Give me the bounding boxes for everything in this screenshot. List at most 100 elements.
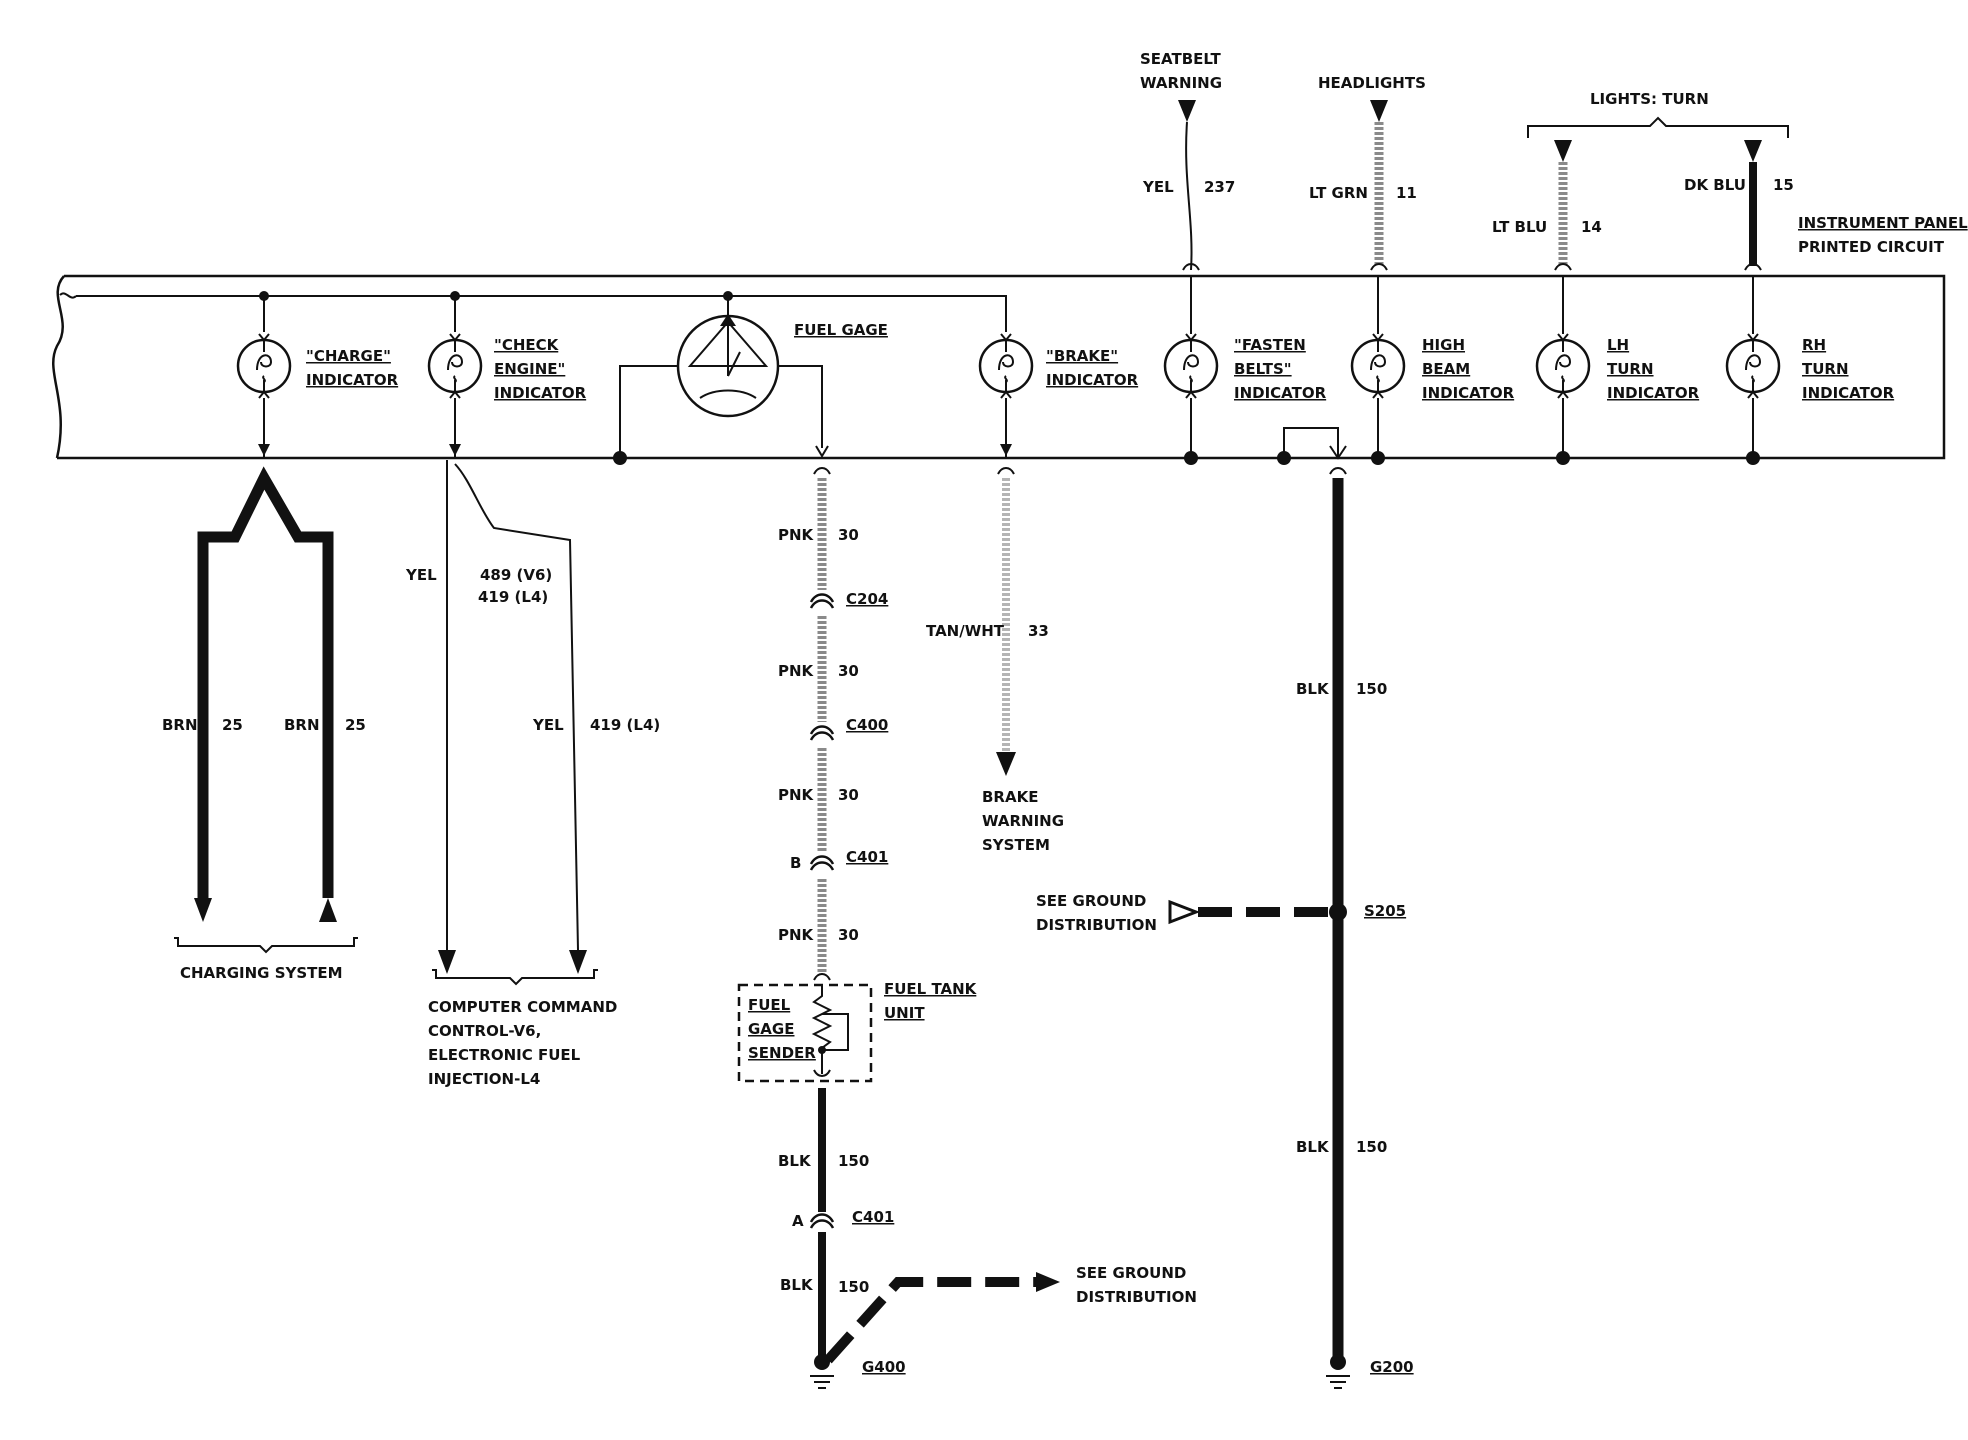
headlights-wire-color: LT GRN bbox=[1309, 184, 1368, 202]
charging-wire-1-circuit: 25 bbox=[222, 716, 243, 734]
splice-s205: S205 bbox=[1329, 902, 1406, 921]
lights-turn-input: LIGHTS: TURN LT BLU 14 DK BLU 15 bbox=[1492, 90, 1794, 271]
headlights-input: HEADLIGHTS LT GRN 11 bbox=[1309, 74, 1426, 271]
brake-warning-label-3: SYSTEM bbox=[982, 836, 1050, 854]
lights-turn-label: LIGHTS: TURN bbox=[1590, 90, 1709, 108]
brake-indicator-label-2: INDICATOR bbox=[1046, 371, 1139, 389]
ground-g200: G200 bbox=[1326, 1354, 1414, 1389]
pnk-3-color: PNK bbox=[778, 786, 815, 804]
pnk-3-circuit: 30 bbox=[838, 786, 859, 804]
printed-circuit-board bbox=[52, 274, 1946, 460]
pnk-1-color: PNK bbox=[778, 526, 815, 544]
instrument-panel-label-2: PRINTED CIRCUIT bbox=[1798, 238, 1945, 256]
main-ground-wiring: BLK 150 BLK 150 S205 SEE GROUND DISTRIBU… bbox=[1036, 467, 1414, 1389]
rh-turn-indicator-bulb: RH TURN INDICATOR bbox=[1725, 276, 1895, 458]
pnk-1-circuit: 30 bbox=[838, 526, 859, 544]
lh-turn-wire-color: LT BLU bbox=[1492, 218, 1547, 236]
brake-warning-wiring: TAN/WHT 33 BRAKE WARNING SYSTEM bbox=[926, 467, 1064, 854]
check-engine-label-1: "CHECK bbox=[494, 336, 560, 354]
computer-command-label-1: COMPUTER COMMAND bbox=[428, 998, 617, 1016]
computer-command-wiring: YEL 489 (V6) 419 (L4) YEL 419 (L4) COMPU… bbox=[405, 460, 660, 1088]
brake-warning-label-2: WARNING bbox=[982, 812, 1064, 830]
high-beam-label-2: BEAM bbox=[1422, 360, 1470, 378]
s205-label: S205 bbox=[1364, 902, 1406, 920]
charging-wire-1-color: BRN bbox=[162, 716, 198, 734]
high-beam-label-1: HIGH bbox=[1422, 336, 1465, 354]
ground-distribution-label-2-a: SEE GROUND bbox=[1036, 892, 1146, 910]
computer-wire-1-color: YEL bbox=[405, 566, 437, 584]
c400-label: C400 bbox=[846, 716, 888, 734]
check-engine-indicator-bulb: "CHECK ENGINE" INDICATOR bbox=[427, 332, 587, 458]
high-beam-indicator-bulb: HIGH BEAM INDICATOR bbox=[1350, 276, 1515, 458]
ground-distribution-label-2-b: DISTRIBUTION bbox=[1036, 916, 1157, 934]
computer-wire-1-circuit-1: 489 (V6) bbox=[480, 566, 552, 584]
fuel-gage-sender-label-3: SENDER bbox=[748, 1044, 816, 1062]
charging-wire-2-circuit: 25 bbox=[345, 716, 366, 734]
charging-system-wiring: BRN 25 BRN 25 CHARGING SYSTEM bbox=[162, 466, 366, 982]
brake-wire-circuit: 33 bbox=[1028, 622, 1049, 640]
check-engine-label-2: ENGINE" bbox=[494, 360, 565, 378]
fuel-sender-wiring: C204 C400 B C401 PNK 30 PNK 30 PNK 30 PN… bbox=[737, 467, 1197, 1389]
headlights-wire-circuit: 11 bbox=[1396, 184, 1417, 202]
c401-pin-a: A bbox=[792, 1212, 804, 1230]
lh-turn-label-3: INDICATOR bbox=[1607, 384, 1700, 402]
fasten-belts-indicator-bulb: "FASTEN BELTS" INDICATOR bbox=[1163, 276, 1327, 458]
seatbelt-warning-label-1: SEATBELT bbox=[1140, 50, 1221, 68]
computer-wire-2-circuit: 419 (L4) bbox=[590, 716, 660, 734]
charging-system-label: CHARGING SYSTEM bbox=[180, 964, 343, 982]
rh-turn-wire-color: DK BLU bbox=[1684, 176, 1746, 194]
blk-1-color: BLK bbox=[778, 1152, 812, 1170]
rh-turn-label-1: RH bbox=[1802, 336, 1826, 354]
connector-c401-a: A C401 bbox=[792, 1208, 894, 1230]
fuel-gage-label: FUEL GAGE bbox=[794, 321, 888, 339]
connector-c400: C400 bbox=[809, 716, 888, 741]
seatbelt-wire-color: YEL bbox=[1142, 178, 1174, 196]
fasten-belts-label-3: INDICATOR bbox=[1234, 384, 1327, 402]
brake-warning-label-1: BRAKE bbox=[982, 788, 1038, 806]
blk-3-circuit: 150 bbox=[1356, 680, 1387, 698]
blk-2-color: BLK bbox=[780, 1276, 814, 1294]
pnk-2-circuit: 30 bbox=[838, 662, 859, 680]
charge-indicator-label-2: INDICATOR bbox=[306, 371, 399, 389]
fuel-tank-unit-label-1: FUEL TANK bbox=[884, 980, 978, 998]
brake-indicator-bulb: "BRAKE" INDICATOR bbox=[978, 332, 1139, 458]
blk-4-color: BLK bbox=[1296, 1138, 1330, 1156]
instrument-panel-label-1: INSTRUMENT PANEL bbox=[1798, 214, 1968, 232]
seatbelt-warning-label-2: WARNING bbox=[1140, 74, 1222, 92]
seatbelt-wire-circuit: 237 bbox=[1204, 178, 1235, 196]
supply-bus bbox=[259, 291, 1007, 332]
fuel-gage: FUEL GAGE bbox=[619, 314, 888, 458]
fuel-gage-sender-label-1: FUEL bbox=[748, 996, 791, 1014]
instrument-panel-label: INSTRUMENT PANEL PRINTED CIRCUIT bbox=[1798, 214, 1968, 256]
pnk-2-color: PNK bbox=[778, 662, 815, 680]
rh-turn-wire-circuit: 15 bbox=[1773, 176, 1794, 194]
blk-4-circuit: 150 bbox=[1356, 1138, 1387, 1156]
high-beam-label-3: INDICATOR bbox=[1422, 384, 1515, 402]
brake-wire-color: TAN/WHT bbox=[926, 622, 1005, 640]
fuel-tank-unit: FUEL GAGE SENDER FUEL TANK UNIT bbox=[737, 973, 978, 1083]
blk-3-color: BLK bbox=[1296, 680, 1330, 698]
connector-c204: C204 bbox=[809, 590, 888, 609]
charge-indicator-label-1: "CHARGE" bbox=[306, 347, 391, 365]
c401-a-label: C401 bbox=[852, 1208, 894, 1226]
fuel-gage-sender-label-2: GAGE bbox=[748, 1020, 794, 1038]
pnk-4-circuit: 30 bbox=[838, 926, 859, 944]
computer-wire-2-color: YEL bbox=[532, 716, 564, 734]
blk-2-circuit: 150 bbox=[838, 1278, 869, 1296]
computer-command-label-4: INJECTION-L4 bbox=[428, 1070, 540, 1088]
check-engine-label-3: INDICATOR bbox=[494, 384, 587, 402]
computer-command-label-3: ELECTRONIC FUEL bbox=[428, 1046, 581, 1064]
brake-indicator-label-1: "BRAKE" bbox=[1046, 347, 1118, 365]
connector-c401-b: B C401 bbox=[790, 848, 888, 872]
seatbelt-warning-input: SEATBELT WARNING YEL 237 bbox=[1140, 50, 1235, 271]
c204-label: C204 bbox=[846, 590, 888, 608]
fuel-tank-unit-label-2: UNIT bbox=[884, 1004, 925, 1022]
lh-turn-label-2: TURN bbox=[1607, 360, 1654, 378]
c401-pin-b: B bbox=[790, 854, 801, 872]
lh-turn-indicator-bulb: LH TURN INDICATOR bbox=[1535, 276, 1700, 458]
charge-indicator-bulb: "CHARGE" INDICATOR bbox=[236, 332, 399, 458]
charging-wire-2-color: BRN bbox=[284, 716, 320, 734]
fasten-belts-label-2: BELTS" bbox=[1234, 360, 1292, 378]
lh-turn-wire-circuit: 14 bbox=[1581, 218, 1602, 236]
